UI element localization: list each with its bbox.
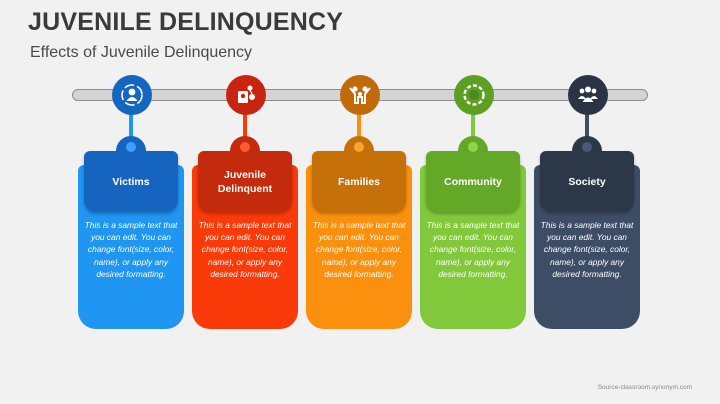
tab-dot: [240, 142, 250, 152]
card-label: Families: [337, 175, 381, 188]
connector-stem: [357, 114, 361, 144]
item-families: Families This is a sample text that you …: [306, 0, 412, 404]
card-label: Victims: [112, 175, 150, 188]
card-text: This is a sample text that you can edit.…: [198, 220, 292, 279]
card-header: Victims: [84, 151, 178, 212]
family-icon: [340, 75, 380, 115]
item-juvenile-delinquent: Juvenile Delinquent This is a sample tex…: [192, 0, 298, 404]
card-header: Families: [312, 151, 406, 212]
page-subtitle: Effects of Juvenile Delinquency: [30, 44, 253, 61]
tab-dot: [468, 142, 478, 152]
tab-dot: [582, 142, 592, 152]
card-label: Society: [568, 175, 606, 188]
connector-stem: [129, 114, 133, 144]
item-victims: Victims This is a sample text that you c…: [78, 0, 184, 404]
card-header: Society: [540, 151, 634, 212]
source-credit: Source-classroom.synonym.com: [597, 384, 692, 391]
item-community: Community This is a sample text that you…: [420, 0, 526, 404]
card-text: This is a sample text that you can edit.…: [426, 220, 520, 279]
connector-stem: [471, 114, 475, 144]
society-group-icon: [568, 75, 608, 115]
tab-dot: [354, 142, 364, 152]
item-society: Society This is a sample text that you c…: [534, 0, 640, 404]
page-title: JUVENILE DELINQUENCY: [28, 8, 344, 36]
card-text: This is a sample text that you can edit.…: [312, 220, 406, 279]
connector-stem: [585, 114, 589, 144]
card-header: Juvenile Delinquent: [198, 151, 292, 212]
card-text: This is a sample text that you can edit.…: [540, 220, 634, 279]
card-label: Juvenile Delinquent: [217, 168, 273, 195]
tab-dot: [126, 142, 136, 152]
card-text: This is a sample text that you can edit.…: [84, 220, 178, 279]
connector-stem: [243, 114, 247, 144]
community-icon: [454, 75, 494, 115]
card-label: Community: [444, 175, 502, 188]
delinquent-icon: [226, 75, 266, 115]
victim-person-icon: [112, 75, 152, 115]
card-header: Community: [426, 151, 520, 212]
